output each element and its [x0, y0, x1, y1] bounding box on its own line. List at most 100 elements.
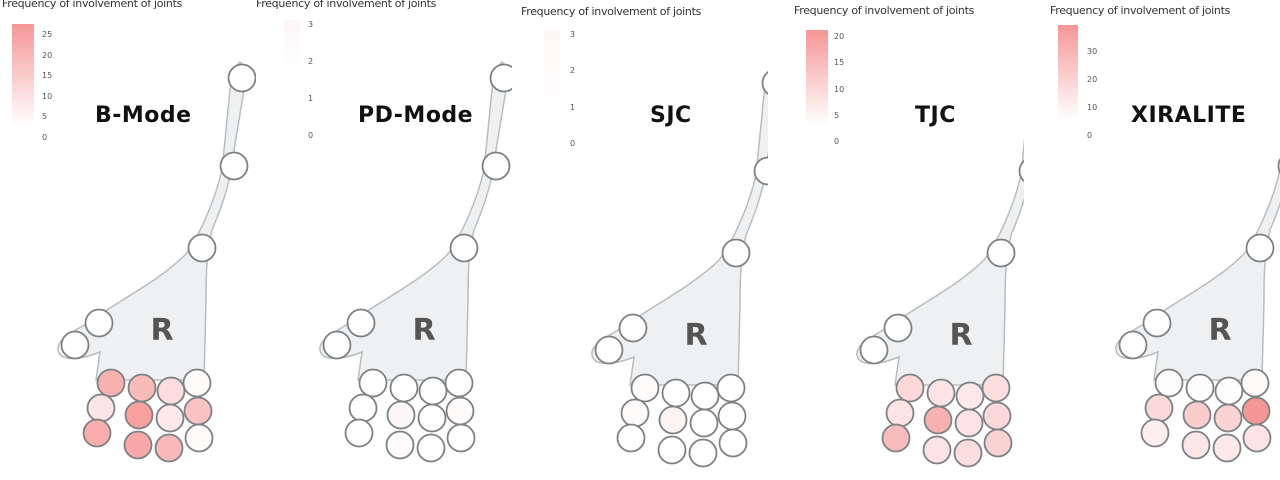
joint-wrist-2	[219, 151, 249, 181]
joint-mcp-4	[981, 373, 1011, 403]
joint-wrist-3	[986, 238, 1016, 268]
hand-diagram: R	[57, 60, 256, 463]
legend-tick-label: 15	[834, 58, 845, 68]
joint-thumb-2	[60, 330, 90, 360]
hand-diagram: R	[856, 137, 1024, 468]
joint-mcp-2	[926, 378, 956, 408]
joint-thumb-1	[618, 313, 648, 343]
joint-pip-1	[885, 398, 915, 428]
joint-mcp-4	[1240, 368, 1270, 398]
legend-tick-label: 2	[570, 66, 576, 76]
joint-wrist-1	[761, 71, 768, 95]
legend-tick-label: 30	[1087, 47, 1098, 56]
hand-side-label: R	[1208, 313, 1231, 348]
joint-pip-3	[689, 408, 719, 438]
joint-pip-4	[717, 401, 747, 431]
joint-pip-3	[155, 403, 185, 433]
joint-wrist-3	[1245, 233, 1275, 263]
joint-dip-3	[688, 438, 718, 468]
joint-mcp-3	[955, 381, 985, 411]
joint-mcp-1	[1154, 368, 1184, 398]
joint-dip-1	[881, 423, 911, 453]
joint-pip-4	[1241, 396, 1271, 426]
legend-title: Frequency of involvement of joints	[794, 4, 975, 17]
panel-tjc: R Frequency of involvement of joints TJC…	[768, 0, 1024, 480]
joint-dip-4	[718, 428, 748, 458]
joint-dip-1	[82, 418, 112, 448]
joint-mcp-2	[1185, 373, 1215, 403]
joint-pip-2	[386, 400, 416, 430]
panel-title: PD-Mode	[358, 103, 474, 128]
legend-tick-label: 3	[308, 20, 314, 29]
legend-tick-label: 5	[42, 112, 48, 122]
panel-title: B-Mode	[95, 103, 192, 128]
joint-mcp-4	[716, 373, 746, 403]
legend-tick-label: 2	[308, 57, 314, 66]
joint-wrist-3	[449, 233, 479, 263]
joint-pip-2	[124, 400, 154, 430]
joint-pip-1	[86, 393, 116, 423]
legend-title: Frequency of involvement of joints	[1050, 4, 1231, 17]
legend-tick-label: 10	[1087, 103, 1098, 112]
legend-title: Frequency of involvement of joints	[521, 5, 702, 18]
joint-mcp-4	[182, 368, 212, 398]
joint-dip-2	[922, 435, 952, 465]
joint-mcp-1	[895, 373, 925, 403]
joint-mcp-3	[156, 376, 186, 406]
legend-tick-label: 20	[1087, 75, 1098, 84]
panel-xiralite: R Frequency of involvement of joints XIR…	[1024, 0, 1280, 480]
hand-side-label: R	[412, 313, 435, 348]
legend-tick-label: 1	[570, 102, 576, 112]
legend-tick-label: 0	[834, 137, 840, 146]
legend-tick-label: 0	[1087, 131, 1093, 140]
hand-side-label: R	[684, 318, 707, 353]
joint-pip-1	[1144, 393, 1174, 423]
legend-tick-label: 10	[42, 91, 53, 101]
panel-pd-mode: R Frequency of involvement of joints PD-…	[256, 0, 512, 480]
hand-diagram: R	[591, 71, 768, 468]
joint-mcp-3	[418, 376, 448, 406]
legend-title: Frequency of involvement of joints	[256, 0, 437, 10]
joint-thumb-2	[322, 330, 352, 360]
joint-mcp-1	[358, 368, 388, 398]
joint-thumb-2	[1118, 330, 1148, 360]
joint-thumb-1	[346, 308, 376, 338]
joint-dip-4	[1242, 423, 1272, 453]
joint-dip-3	[953, 438, 983, 468]
joint-wrist-1	[227, 63, 256, 93]
joint-mcp-1	[630, 373, 660, 403]
panel-title: XIRALITE	[1131, 103, 1247, 128]
hand-diagram: R	[1115, 158, 1280, 463]
legend-tick-label: 20	[834, 32, 845, 41]
legend-tick-label: 1	[308, 94, 314, 103]
joint-pip-2	[923, 405, 953, 435]
hand-side-label: R	[150, 313, 173, 348]
joint-pip-2	[1182, 400, 1212, 430]
joint-mcp-2	[127, 373, 157, 403]
legend-color-bar	[1058, 25, 1078, 120]
joint-mcp-3	[690, 381, 720, 411]
joint-pip-4	[445, 396, 475, 426]
joint-dip-2	[1181, 430, 1211, 460]
legend-color-bar	[806, 30, 828, 125]
joint-dip-2	[657, 435, 687, 465]
legend-tick-label: 0	[308, 131, 314, 140]
legend-tick-label: 20	[42, 50, 53, 60]
joint-pip-4	[982, 401, 1012, 431]
joint-dip-4	[983, 428, 1013, 458]
legend-tick-label: 15	[42, 71, 53, 81]
joint-wrist-3	[721, 238, 751, 268]
joint-thumb-2	[859, 335, 889, 365]
joint-pip-3	[1213, 403, 1243, 433]
legend-tick-label: 0	[42, 133, 48, 142]
hand-side-label: R	[949, 318, 972, 353]
panel-title: SJC	[650, 103, 692, 128]
joint-dip-2	[385, 430, 415, 460]
joint-pip-1	[620, 398, 650, 428]
legend-color-bar	[544, 30, 560, 110]
joint-thumb-2	[594, 335, 624, 365]
joint-thumb-1	[1142, 308, 1172, 338]
legend-tick-label: 5	[834, 110, 840, 120]
joint-pip-3	[417, 403, 447, 433]
legend-tick-label: 3	[570, 30, 576, 39]
